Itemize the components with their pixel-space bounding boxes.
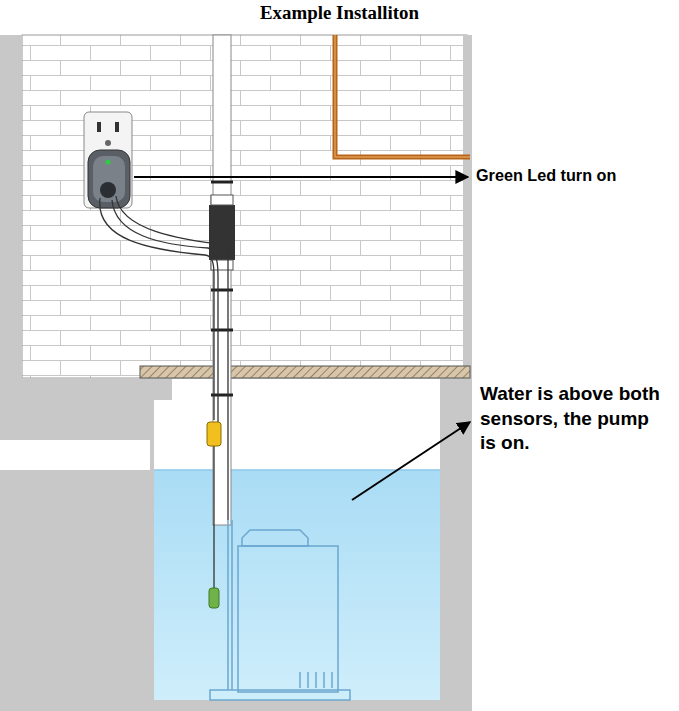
lower-sensor — [209, 588, 219, 608]
pit-lid — [140, 366, 470, 378]
drain-inlet — [0, 440, 150, 470]
green-led — [106, 160, 111, 165]
water — [154, 470, 440, 700]
sump-pump — [210, 520, 350, 700]
water-leader — [352, 422, 470, 500]
controller-plug — [88, 150, 130, 208]
diagram-title: Example Installiton — [0, 2, 679, 24]
wall-outlet — [84, 112, 132, 208]
led-label: Green Led turn on — [476, 166, 676, 185]
floor-slab — [22, 378, 150, 440]
water-label: Water is above both sensors, the pump is… — [480, 382, 670, 456]
pit-wall-left — [150, 400, 154, 700]
pit-floor — [150, 700, 440, 711]
copper-pipe — [335, 35, 470, 157]
upper-sensor — [207, 422, 221, 446]
floor-base — [0, 470, 150, 711]
led-leader — [134, 176, 468, 178]
brick-wall — [22, 35, 467, 378]
sensor-cords — [100, 196, 228, 600]
pit-rim — [150, 378, 172, 400]
